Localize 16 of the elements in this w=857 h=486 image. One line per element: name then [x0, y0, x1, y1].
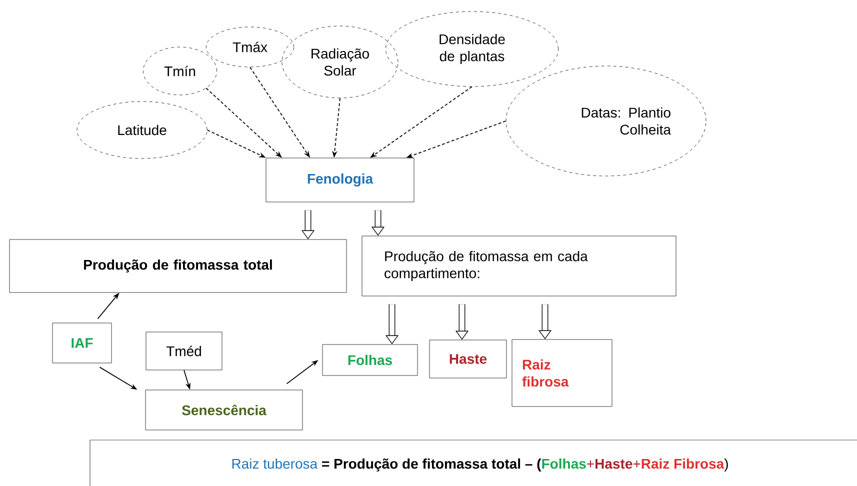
oval-bubble: Tmáx: [206, 26, 294, 68]
oval-bubble: Latitude: [76, 101, 208, 159]
oval-bubble: Tmín: [143, 46, 217, 96]
process-box: Raiz fibrosa: [512, 339, 612, 407]
process-box: Produção de fitomassa em cada compartimento:: [362, 236, 676, 296]
process-box: Haste: [429, 340, 507, 378]
process-box: Produção de fitomassa total: [9, 239, 347, 293]
process-box: Folhas: [322, 344, 418, 376]
oval-bubble: Datas: Plantio Colheita: [506, 66, 706, 176]
formula-box: Raiz tuberosa = Produção de fitomassa total – (Folhas+Haste+Raiz Fibrosa): [90, 440, 857, 486]
oval-bubble: Radiação Solar: [282, 26, 398, 98]
process-box: IAF: [52, 322, 112, 364]
oval-bubble: Densidade de plantas: [386, 11, 558, 87]
process-box: Fenologia: [266, 158, 414, 202]
process-box: Tméd: [146, 332, 222, 370]
process-box: Senescência: [145, 390, 303, 430]
